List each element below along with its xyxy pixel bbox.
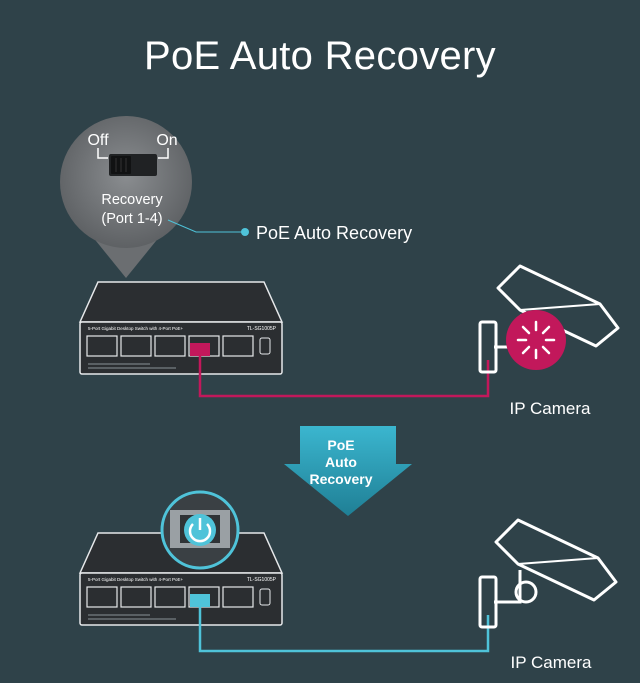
ip-camera-top [478,264,620,374]
fault-cable [198,356,490,398]
port-3 [154,335,186,357]
port-5 [222,335,254,357]
fault-port-highlight [190,343,210,356]
fault-indicator [506,310,566,370]
switch-on-label: On [156,132,177,149]
port-5 [222,586,254,608]
device-description: 5-Port Gigabit Desktop Switch with 4-Por… [88,577,184,582]
recovered-port-zoom [160,490,240,570]
device-model: TL-SG1005P [247,326,277,332]
port-3 [154,586,186,608]
ok-cable [198,607,490,653]
auto-recovery-arrow: PoE Auto Recovery [284,426,412,516]
loading-spinner-icon [516,320,556,360]
arrow-label-line-2: Auto [325,454,357,470]
callout-label: PoE Auto Recovery [256,223,412,243]
port-2 [120,335,152,357]
callout: PoE Auto Recovery [167,219,412,243]
network-switch-top: 5-Port Gigabit Desktop Switch with 4-Por… [78,281,284,375]
port-1 [86,335,118,357]
port-2 [120,586,152,608]
device-model: TL-SG1005P [247,577,277,583]
switch-off-label: Off [87,132,109,149]
recovery-label: Recovery [101,192,163,208]
arrow-label-line-3: Recovery [309,471,372,487]
port-1 [86,586,118,608]
camera-top-label: IP Camera [510,399,591,418]
ok-port-highlight [190,594,210,607]
arrow-label-line-1: PoE [327,437,354,453]
page-title: PoE Auto Recovery [144,34,496,78]
device-description: 5-Port Gigabit Desktop Switch with 4-Por… [88,326,184,331]
recovery-switch-zoom: Off On Recovery (Port 1-4) [60,116,192,278]
ip-camera-bottom [478,518,618,629]
callout-dot [241,228,249,236]
ports-label: (Port 1-4) [101,211,162,227]
camera-bottom-label: IP Camera [511,653,592,672]
